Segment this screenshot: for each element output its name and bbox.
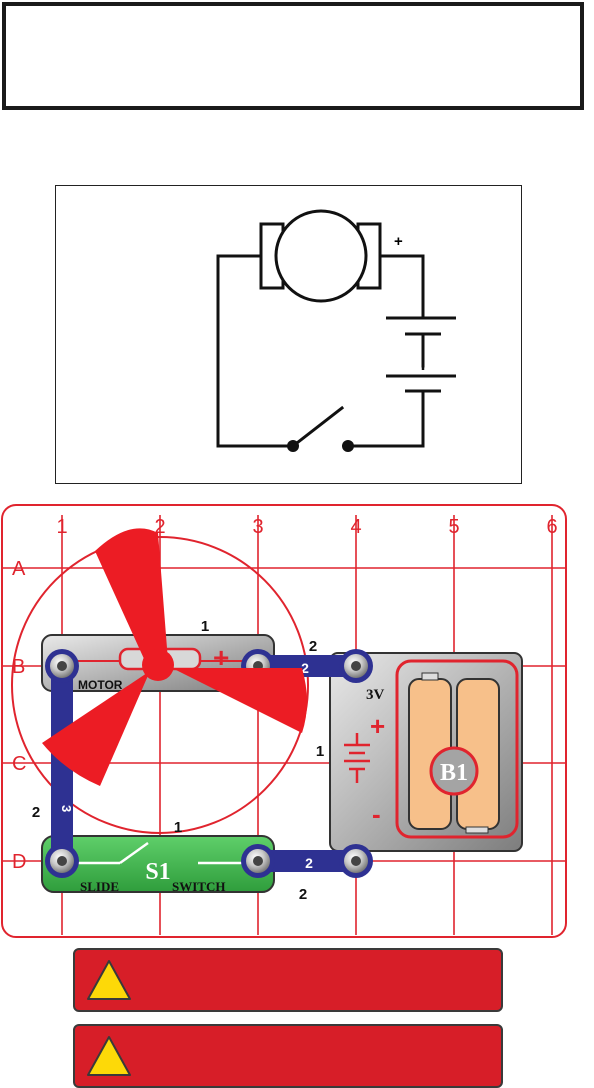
battery-voltage: 3V [366,687,385,703]
wire-left-label: 3 [59,805,74,812]
level-left-wire: 2 [32,804,40,821]
schematic-svg: + [216,209,456,452]
fan-blade-top [95,528,168,661]
switch-contact-left [287,440,299,452]
switch-label-left: SLIDE [80,879,119,894]
motor-plus: + [213,642,229,673]
grid-column-label: 3 [252,516,263,538]
battery-id-badge [429,746,479,796]
fan-hub [142,649,174,681]
warning-triangle-icon [87,1036,131,1076]
warning-banner-1 [73,948,503,1012]
snap-top-left [45,649,79,683]
title-box [2,2,584,110]
battery-plus: + [370,711,385,741]
snap-bottom-right [339,844,373,878]
schematic-plus: + [394,233,403,250]
snap-bottom-middle [241,844,275,878]
schematic-diagram: + [55,185,522,484]
level-switch: 1 [174,819,182,836]
schematic-wire-right [378,254,425,318]
fan-blade-left [42,671,150,786]
board-svg: 1 2 3 4 5 6A B C D B1 3V + - MOTOR + S1 SLIDE [1,504,567,938]
motor-label: MOTOR [78,678,123,692]
level-bottom-wire: 2 [299,886,307,903]
switch-blade [290,405,345,449]
motor-symbol [274,209,368,303]
level-motor: 1 [201,618,209,635]
fan-blades [42,528,307,786]
wire-top-right-label: 2 [301,660,309,676]
battery-id-label: B1 [440,760,468,786]
battery-symbol [344,733,370,783]
grid-row-label: A [12,558,26,580]
battery-minus: - [372,799,381,829]
board-frame [1,504,567,938]
battery-terminal-left [421,672,439,681]
fan-blade-right [172,668,307,733]
grid-column-label: 2 [154,516,165,538]
schematic-wire-bottom [346,389,425,448]
warning-banner-2 [73,1024,503,1088]
warning-triangle-icon [87,960,131,1000]
grid-column-label: 6 [546,516,557,538]
grid-column-label: 5 [448,516,459,538]
switch-id: S1 [145,859,170,885]
wire-bottom-right-label: 2 [305,855,313,871]
level-battery: 1 [316,743,324,760]
grid-column-label: 1 [56,516,67,538]
grid-column-label: 4 [350,516,361,538]
battery-outline-frame [395,659,519,839]
grid-labels: 1 2 3 4 5 6A B C D [12,516,558,873]
fan-outline [11,536,309,834]
switch-label-right: SWITCH [172,879,225,894]
snap-bottom-left [45,844,79,878]
grid-row-label: B [12,656,25,678]
level-top-wire: 2 [309,638,317,655]
grid-row-label: C [12,753,26,775]
grid-row-label: D [12,851,26,873]
snap-top-right [339,649,373,683]
battery-terminal-right [465,826,489,834]
schematic-wire-left [216,254,295,448]
switch-contact-right [342,440,354,452]
switch-trace-blade [119,841,149,865]
